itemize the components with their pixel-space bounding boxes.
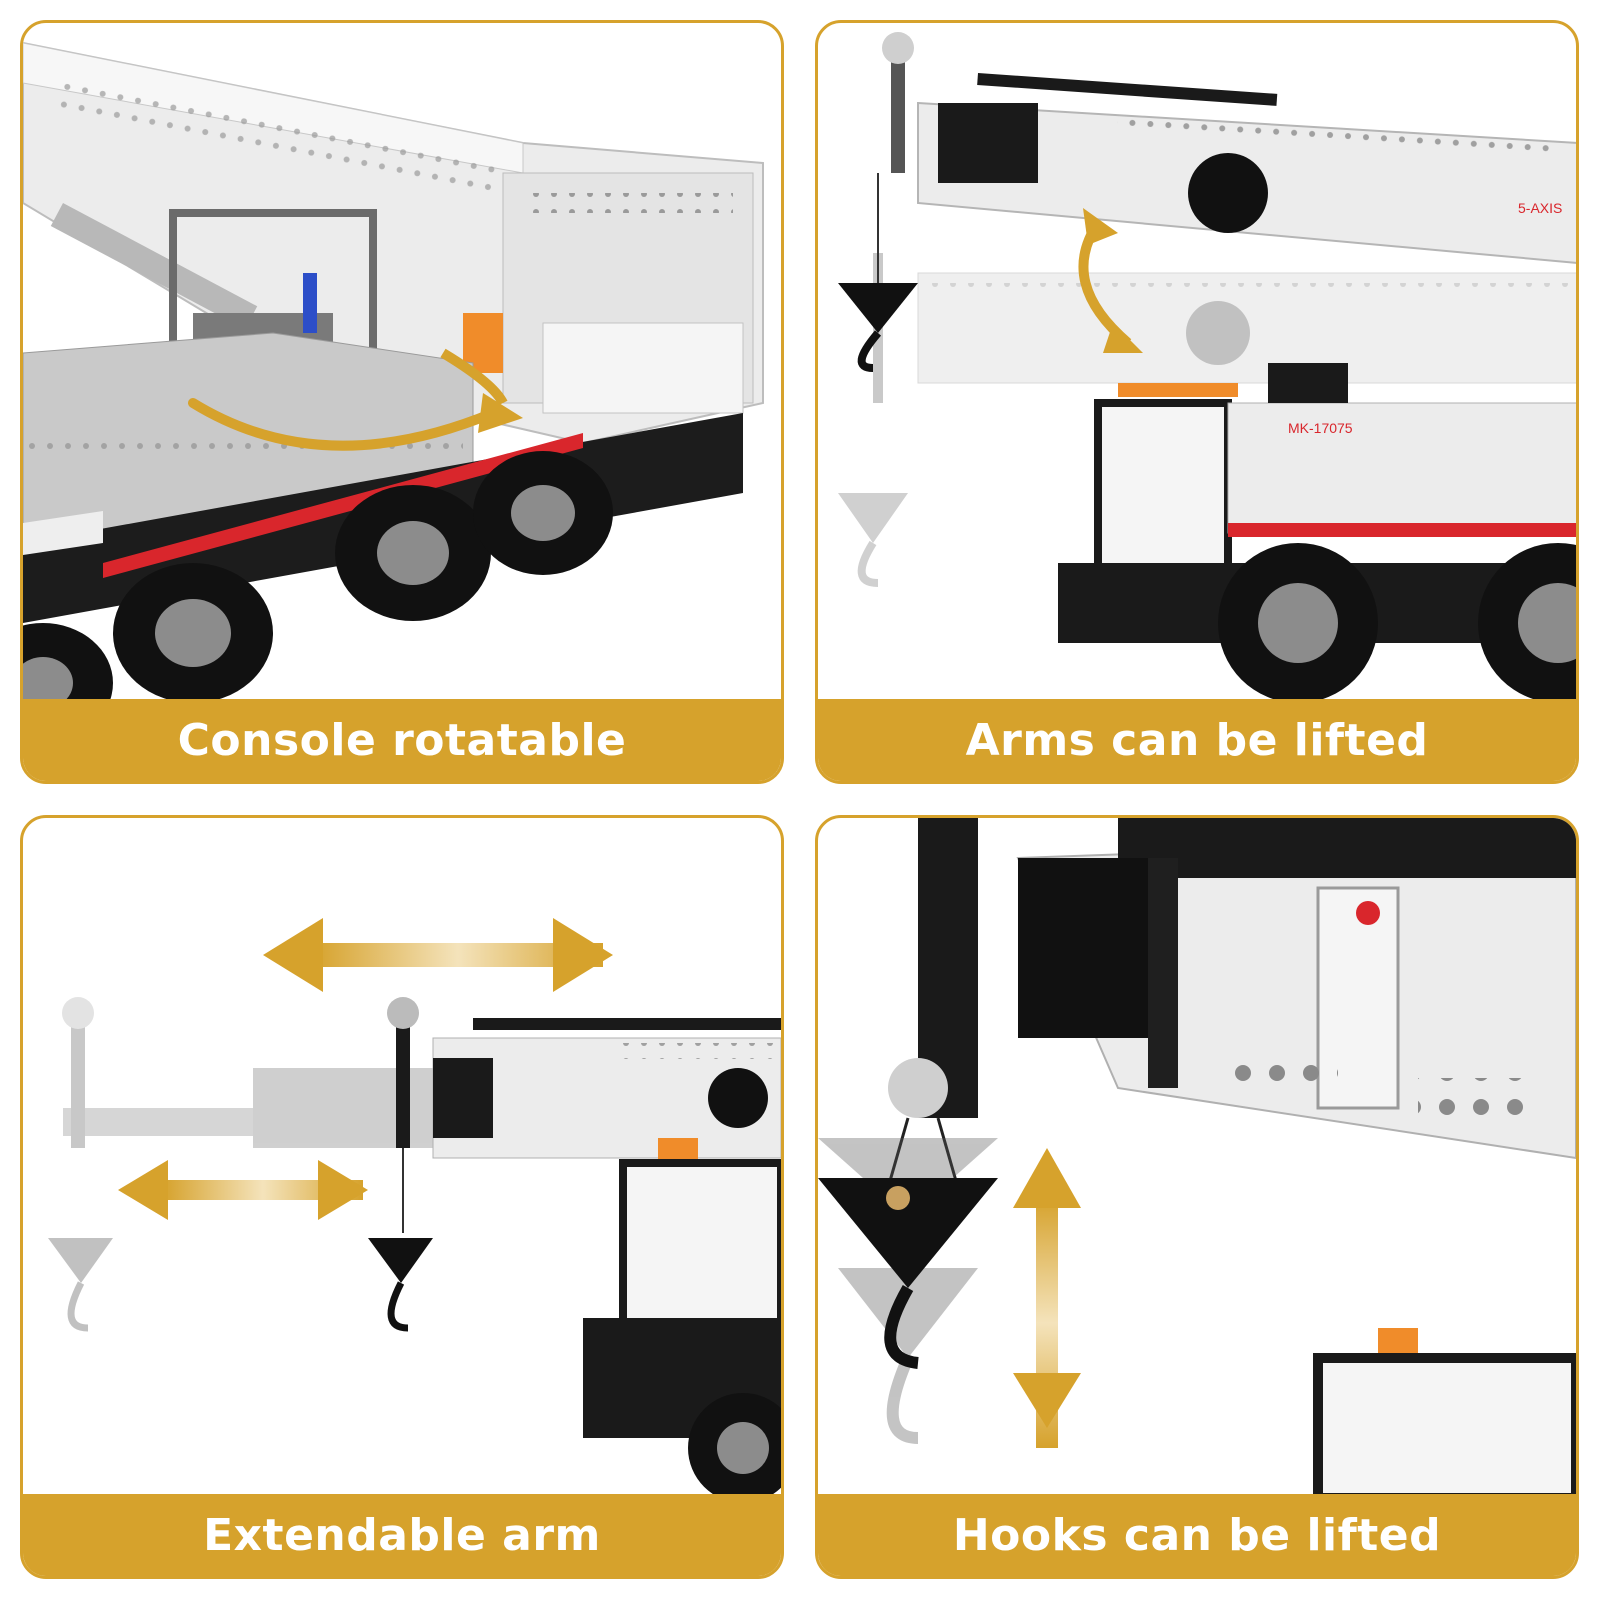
panel-caption: Extendable arm: [23, 1494, 781, 1576]
crane-hook-lift-illustration: [818, 818, 1576, 1494]
wheel: [23, 623, 113, 699]
crane-console-illustration: [23, 41, 764, 699]
wheel: [688, 1393, 781, 1494]
wheel: [1218, 543, 1378, 699]
rotate-arrow-icon: [188, 348, 523, 451]
wheel: [113, 563, 273, 699]
vertical-double-arrow-icon: [1013, 1148, 1081, 1448]
panel-caption: Hooks can be lifted: [818, 1494, 1576, 1576]
feature-panel-console-rotatable: Console rotatable: [20, 20, 784, 784]
wheel: [1478, 543, 1576, 699]
model-badge: MK-17075: [1288, 420, 1353, 436]
wheel: [473, 451, 613, 575]
panel-caption: Arms can be lifted: [818, 699, 1576, 781]
lift-arrow-icon: [1078, 208, 1143, 353]
feature-panel-extendable-arm: Extendable arm: [20, 815, 784, 1579]
feature-panel-hooks-lifted: Hooks can be lifted: [815, 815, 1579, 1579]
double-arrow-icon: [263, 918, 613, 992]
boom-badge: 5-AXIS: [1518, 200, 1562, 216]
feature-panel-arms-lifted: 5-AXIS MK-17075 Arms can be lifted: [815, 20, 1579, 784]
crane-arm-lift-illustration: 5-AXIS MK-17075: [838, 32, 1576, 699]
wheel: [335, 485, 491, 621]
crane-extendable-arm-illustration: [48, 918, 781, 1494]
double-arrow-icon: [118, 1160, 368, 1220]
panel-caption: Console rotatable: [23, 699, 781, 781]
